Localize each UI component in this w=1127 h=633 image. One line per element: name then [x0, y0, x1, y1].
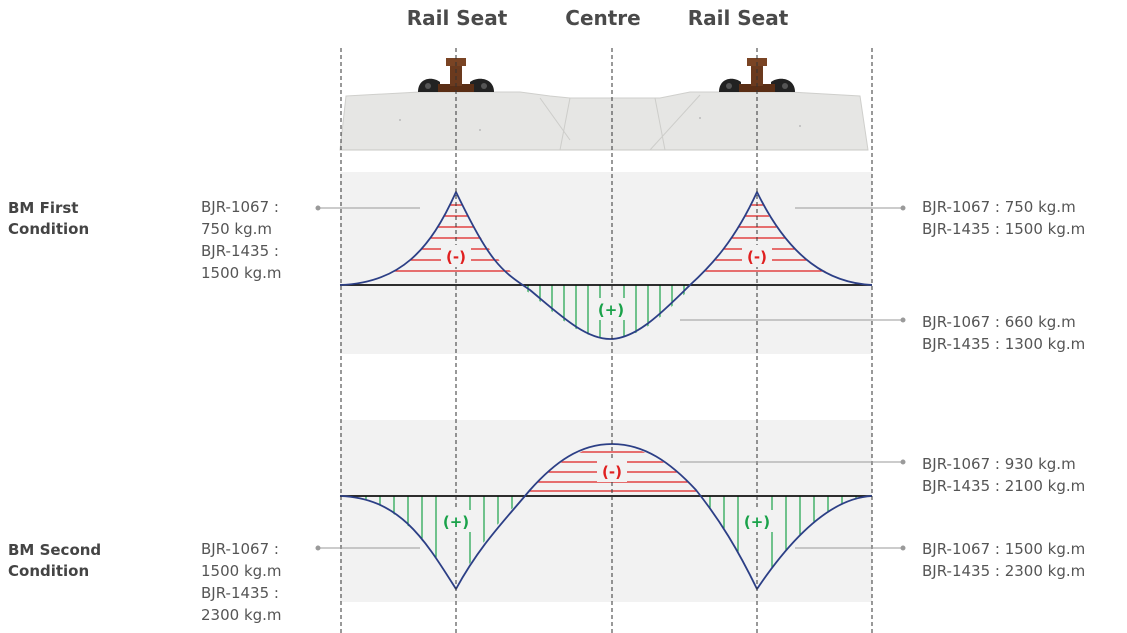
- header-rail-seat-right: Rail Seat: [687, 6, 789, 30]
- header-rail-seat-left: Rail Seat: [406, 6, 508, 30]
- sleeper-illustration: [339, 91, 869, 151]
- second-condition-label-line1: BM Second: [8, 541, 102, 559]
- first-condition-label-line2: Condition: [8, 220, 90, 238]
- first-condition-curve: [339, 189, 873, 340]
- first-rail-seat-left-values: BJR-1067 : 750 kg.m BJR-1435 : 1500 kg.m: [201, 196, 282, 284]
- second-condition-label: BM Second Condition: [8, 540, 101, 582]
- value-line: BJR-1067 : 750 kg.m: [922, 198, 1076, 216]
- value-line: BJR-1067 : 1500 kg.m: [922, 540, 1086, 558]
- first-rail-seat-left-sign: (-): [446, 248, 466, 266]
- first-condition-label-line1: BM First: [8, 199, 79, 217]
- value-line: BJR-1435 :: [201, 584, 279, 602]
- second-condition-curve: [339, 443, 873, 591]
- second-centre-values: BJR-1067 : 930 kg.m BJR-1435 : 2100 kg.m: [922, 453, 1085, 497]
- second-centre-sign: (-): [602, 463, 622, 481]
- second-condition-panel: [340, 420, 872, 602]
- first-centre-values: BJR-1067 : 660 kg.m BJR-1435 : 1300 kg.m: [922, 311, 1085, 355]
- second-rail-seat-left-values: BJR-1067 : 1500 kg.m BJR-1435 : 2300 kg.…: [201, 538, 282, 626]
- value-line: BJR-1435 : 2300 kg.m: [922, 562, 1086, 580]
- first-centre-sign: (+): [598, 301, 624, 319]
- second-rail-seat-right-values: BJR-1067 : 1500 kg.m BJR-1435 : 2300 kg.…: [922, 538, 1085, 582]
- value-line: BJR-1067 : 930 kg.m: [922, 455, 1076, 473]
- second-rail-seat-left-sign: (+): [443, 513, 469, 531]
- leader-lines: [315, 205, 906, 551]
- value-line: BJR-1435 : 1500 kg.m: [922, 220, 1086, 238]
- second-rail-seat-right-sign: (+): [744, 513, 770, 531]
- first-condition-panel: [340, 172, 872, 354]
- value-line: BJR-1435 : 1300 kg.m: [922, 335, 1086, 353]
- value-line: BJR-1067 :: [201, 540, 279, 558]
- value-line: BJR-1435 :: [201, 242, 279, 260]
- first-rail-seat-right-values: BJR-1067 : 750 kg.m BJR-1435 : 1500 kg.m: [922, 196, 1085, 240]
- value-line: BJR-1435 : 2100 kg.m: [922, 477, 1086, 495]
- value-line: 750 kg.m: [201, 220, 272, 238]
- value-line: 1500 kg.m: [201, 562, 282, 580]
- first-condition-label: BM First Condition: [8, 198, 89, 240]
- value-line: BJR-1067 :: [201, 198, 279, 216]
- value-line: 1500 kg.m: [201, 264, 282, 282]
- first-rail-seat-right-sign: (-): [747, 248, 767, 266]
- value-line: BJR-1067 : 660 kg.m: [922, 313, 1076, 331]
- second-condition-label-line2: Condition: [8, 562, 90, 580]
- header-centre: Centre: [565, 6, 641, 30]
- value-line: 2300 kg.m: [201, 606, 282, 624]
